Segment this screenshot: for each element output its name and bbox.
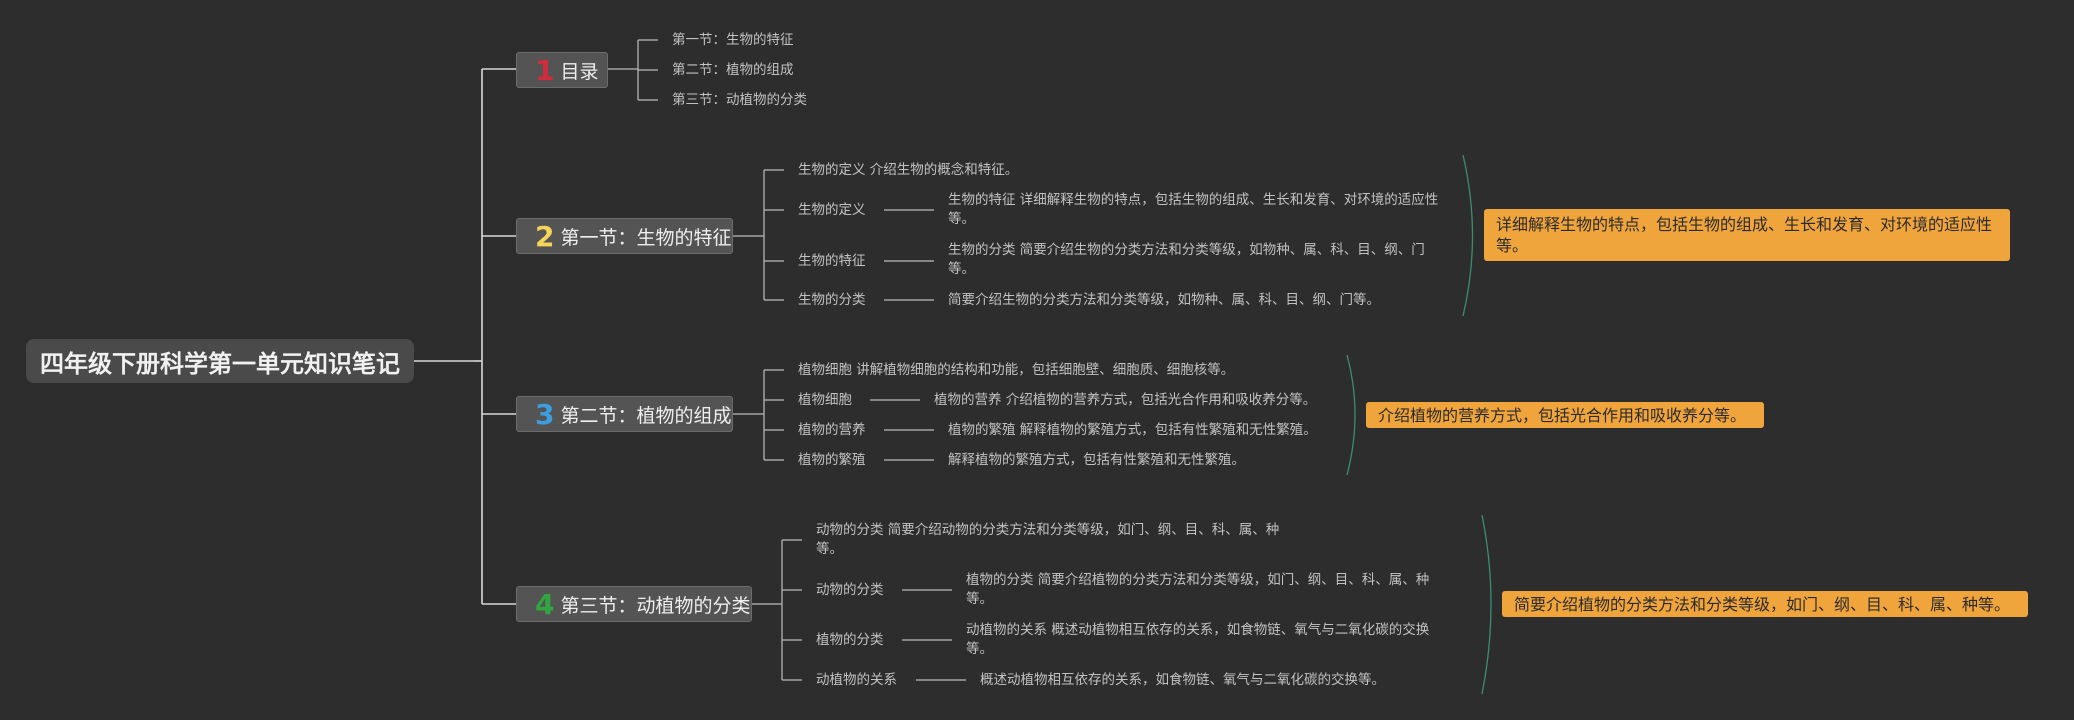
list-item[interactable]: 第三节：动植物的分类 xyxy=(672,92,807,108)
list-item-detail[interactable]: 生物的特征 详细解释生物的特点，包括生物的组成、生长和发育、对环境的适应性等。 xyxy=(948,192,1439,227)
list-item[interactable]: 生物的定义 介绍生物的概念和特征。 xyxy=(798,162,1019,178)
list-item[interactable]: 动植物的关系 xyxy=(816,672,897,688)
branch-number: 3 xyxy=(535,397,555,431)
list-item[interactable]: 动物的分类 xyxy=(816,582,884,598)
list-item-detail[interactable]: 简要介绍生物的分类方法和分类等级，如物种、属、科、目、纲、门等。 xyxy=(948,292,1380,308)
branch-label: 第三节：动植物的分类 xyxy=(560,594,751,617)
branch-label: 第二节：植物的组成 xyxy=(560,404,732,427)
list-item[interactable]: 植物细胞 xyxy=(798,392,852,408)
branch-label: 第一节：生物的特征 xyxy=(560,226,732,249)
list-item-detail[interactable]: 生物的分类 简要介绍生物的分类方法和分类等级，如物种、属、科、目、纲、门等。 xyxy=(948,242,1425,277)
list-item[interactable]: 生物的定义 xyxy=(798,202,866,218)
list-item[interactable]: 第二节：植物的组成 xyxy=(672,62,794,78)
list-item-detail[interactable]: 概述动植物相互依存的关系，如食物链、氧气与二氧化碳的交换等。 xyxy=(980,672,1385,688)
branch-number: 2 xyxy=(535,219,555,253)
list-item-detail[interactable]: 解释植物的繁殖方式，包括有性繁殖和无性繁殖。 xyxy=(948,452,1245,468)
branch-number: 4 xyxy=(535,587,555,621)
summary-text: 详细解释生物的特点，包括生物的组成、生长和发育、对环境的适应性等。 xyxy=(1496,215,1993,255)
summary-box[interactable]: 详细解释生物的特点，包括生物的组成、生长和发育、对环境的适应性等。 xyxy=(1484,209,2010,261)
branch-toc[interactable]: 1 目录 xyxy=(516,52,608,88)
branch-section-1[interactable]: 2 第一节：生物的特征 xyxy=(516,218,733,254)
branch-number: 1 xyxy=(535,53,555,87)
list-item-detail[interactable]: 动植物的关系 概述动植物相互依存的关系，如食物链、氧气与二氧化碳的交换等。 xyxy=(966,622,1430,657)
list-item-detail[interactable]: 植物的繁殖 解释植物的繁殖方式，包括有性繁殖和无性繁殖。 xyxy=(948,422,1317,438)
root-title: 四年级下册科学第一单元知识笔记 xyxy=(40,349,400,378)
list-item[interactable]: 植物的营养 xyxy=(798,422,866,438)
branch-section-3[interactable]: 4 第三节：动植物的分类 xyxy=(516,586,752,622)
branch-label: 目录 xyxy=(560,60,599,83)
list-item[interactable]: 动物的分类 简要介绍动物的分类方法和分类等级，如门、纲、目、科、属、种等。 xyxy=(816,522,1280,557)
summary-text: 简要介绍植物的分类方法和分类等级，如门、纲、目、科、属、种等。 xyxy=(1514,594,2011,614)
summary-box[interactable]: 简要介绍植物的分类方法和分类等级，如门、纲、目、科、属、种等。 xyxy=(1502,591,2028,617)
list-item[interactable]: 植物的繁殖 xyxy=(798,452,866,468)
list-item[interactable]: 植物细胞 讲解植物细胞的结构和功能，包括细胞壁、细胞质、细胞核等。 xyxy=(798,362,1235,378)
summary-text: 介绍植物的营养方式，包括光合作用和吸收养分等。 xyxy=(1378,405,1747,425)
list-item[interactable]: 植物的分类 xyxy=(816,632,884,648)
list-item-detail[interactable]: 植物的营养 介绍植物的营养方式，包括光合作用和吸收养分等。 xyxy=(934,392,1317,408)
branch-section-2[interactable]: 3 第二节：植物的组成 xyxy=(516,396,733,432)
summary-box[interactable]: 介绍植物的营养方式，包括光合作用和吸收养分等。 xyxy=(1366,402,1764,428)
list-item[interactable]: 生物的特征 xyxy=(798,253,866,269)
list-item[interactable]: 生物的分类 xyxy=(798,292,866,308)
root-node[interactable]: 四年级下册科学第一单元知识笔记 xyxy=(26,339,414,383)
list-item-detail[interactable]: 植物的分类 简要介绍植物的分类方法和分类等级，如门、纲、目、科、属、种等。 xyxy=(966,572,1430,607)
list-item[interactable]: 第一节：生物的特征 xyxy=(672,32,794,48)
